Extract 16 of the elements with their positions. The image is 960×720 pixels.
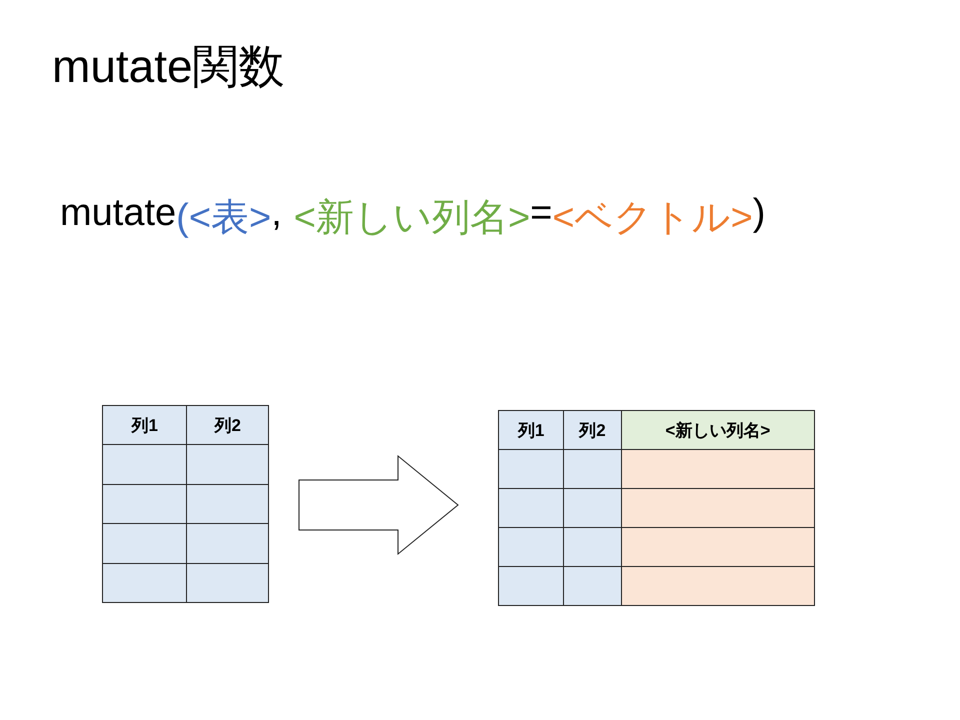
data-table xyxy=(498,410,815,606)
formula-text: (<表> xyxy=(176,196,272,241)
column-header: <新しい列名> xyxy=(621,410,814,450)
formula-text: , xyxy=(271,192,282,236)
formula-text: = xyxy=(530,192,552,236)
column-header: 列2 xyxy=(564,410,622,450)
formula-text: mutate xyxy=(60,192,176,236)
data-table xyxy=(102,405,269,603)
formula-text: <新しい列名> xyxy=(294,196,530,241)
formula-text: <ベクトル> xyxy=(552,196,753,241)
column-header: 列1 xyxy=(498,410,564,450)
column-header: 列2 xyxy=(186,406,268,445)
title: mutate関数 xyxy=(52,39,285,94)
column-header: 列1 xyxy=(102,406,187,445)
block-arrow xyxy=(298,454,459,556)
formula-text: ) xyxy=(752,192,766,236)
